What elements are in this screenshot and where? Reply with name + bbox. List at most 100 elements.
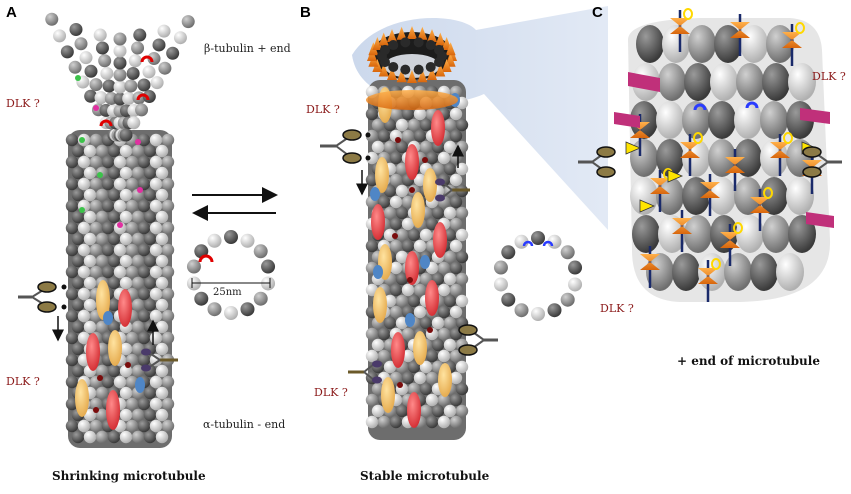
tubulin-subunit — [413, 305, 427, 319]
tubulin-subunit — [131, 298, 145, 312]
plus-end-binding-protein — [730, 22, 750, 38]
dlk-label: DLK ? — [314, 386, 348, 399]
tubulin-subunit — [77, 177, 91, 191]
tubulin-subunit — [365, 107, 379, 121]
tubulin-subunit — [388, 61, 399, 72]
tubulin-subunit — [131, 430, 145, 444]
tubulin-subunit — [77, 331, 91, 345]
tubulin-subunit — [395, 184, 409, 198]
tubulin-subunit — [437, 393, 451, 407]
cap-protein — [407, 70, 417, 83]
cap-protein — [387, 28, 397, 42]
tubulin-subunit — [149, 309, 163, 323]
tubulin-subunit — [143, 210, 157, 224]
tubulin-subunit — [89, 78, 103, 92]
tubulin-subunit — [365, 415, 379, 429]
cap-protein — [417, 26, 428, 40]
tubulin-subunit — [119, 364, 133, 378]
pink-bars — [614, 72, 834, 228]
tubulin-subunit — [443, 404, 457, 418]
tubulin-subunit — [413, 107, 427, 121]
tubulin-subunit — [379, 44, 390, 55]
tubulin-subunit — [71, 320, 85, 334]
tubulin-subunit — [395, 250, 409, 264]
tubulin-subunit — [407, 118, 421, 132]
plus-end-binding-protein — [700, 182, 720, 198]
tubulin-subunit — [89, 155, 103, 169]
tubulin-subunit — [155, 408, 169, 422]
tubulin-subunit — [95, 364, 109, 378]
tubulin-subunit — [149, 375, 163, 389]
binding-site-dot — [137, 187, 143, 193]
tubulin-subunit — [240, 233, 255, 248]
tubulin-subunit — [133, 28, 147, 42]
tubulin-subunit — [65, 133, 79, 147]
dlk-label: DLK ? — [812, 70, 846, 83]
tubulin-subunit — [137, 155, 151, 169]
tubulin-subunit — [449, 393, 463, 407]
tubulin-subunit — [155, 210, 169, 224]
tubulin-subunit — [455, 206, 469, 220]
tubulin-subunit — [155, 364, 169, 378]
tubulin-subunit — [83, 298, 97, 312]
motor-protein-icon — [435, 178, 470, 202]
tubulin-subunit — [449, 415, 463, 429]
tubulin-subunit — [365, 239, 379, 253]
tubulin-subunit — [149, 419, 163, 433]
tubulin-subunit — [65, 243, 79, 257]
tubulin-subunit — [143, 232, 157, 246]
tubulin-subunit — [143, 430, 157, 444]
tubulin-subunit — [708, 101, 736, 139]
plus-end-binding-proteins — [625, 8, 822, 302]
tubulin-subunit — [149, 221, 163, 235]
tubulin-subunit — [68, 60, 82, 74]
tubulin-subunit — [443, 338, 457, 352]
tubulin-subunit — [119, 430, 133, 444]
tubulin-subunit — [126, 66, 140, 80]
tubulin-subunit — [161, 397, 175, 411]
tubulin-subunit — [377, 327, 391, 341]
stable-microtubule — [320, 26, 498, 440]
tubulin-subunit — [143, 276, 157, 290]
tubulin-subunit — [684, 63, 712, 101]
tubulin-subunit — [107, 210, 121, 224]
tubulin-subunit — [77, 155, 91, 169]
tubulin-subunit — [708, 139, 736, 177]
tubulin-subunit — [137, 78, 151, 92]
tubulin-subunit — [142, 90, 156, 104]
tubulin-subunit — [437, 261, 451, 275]
tubulin-subunit — [443, 272, 457, 286]
tubulin-subunit — [157, 24, 171, 38]
tubulin-subunit — [101, 375, 115, 389]
tubulin-subunit — [65, 309, 79, 323]
tubulin-subunit — [83, 144, 97, 158]
tubulin-subunit — [449, 261, 463, 275]
tubulin-subunit — [119, 408, 133, 422]
tubulin-subunit — [365, 393, 379, 407]
tubulin-subunit — [161, 221, 175, 235]
tubulin-subunit — [107, 232, 121, 246]
tubulin-subunit — [449, 107, 463, 121]
tubulin-subunit — [101, 155, 115, 169]
tubulin-subunit — [224, 306, 238, 320]
tubulin-subunit — [152, 38, 166, 52]
cap-protein — [441, 59, 452, 72]
tubulin-subunit — [455, 360, 469, 374]
cross-section-a — [186, 230, 276, 320]
tubulin-subunit — [388, 40, 399, 51]
tubulin-subunit — [493, 260, 508, 275]
tubulin-subunit — [125, 155, 139, 169]
panel-a-caption: Shrinking microtubule — [52, 469, 206, 483]
tubulin-subunit — [407, 294, 421, 308]
panel-a-letter: A — [6, 4, 17, 21]
cap-protein — [427, 67, 437, 81]
tubulin-subunit — [89, 397, 103, 411]
tubulin-subunit — [89, 221, 103, 235]
tubulin-subunit — [750, 253, 778, 291]
motor-protein-icon — [348, 360, 382, 384]
tubulin-subunit — [419, 316, 433, 330]
tubulin-subunit — [71, 144, 85, 158]
tubulin-subunit — [161, 309, 175, 323]
tubulin-subunit — [45, 12, 59, 26]
